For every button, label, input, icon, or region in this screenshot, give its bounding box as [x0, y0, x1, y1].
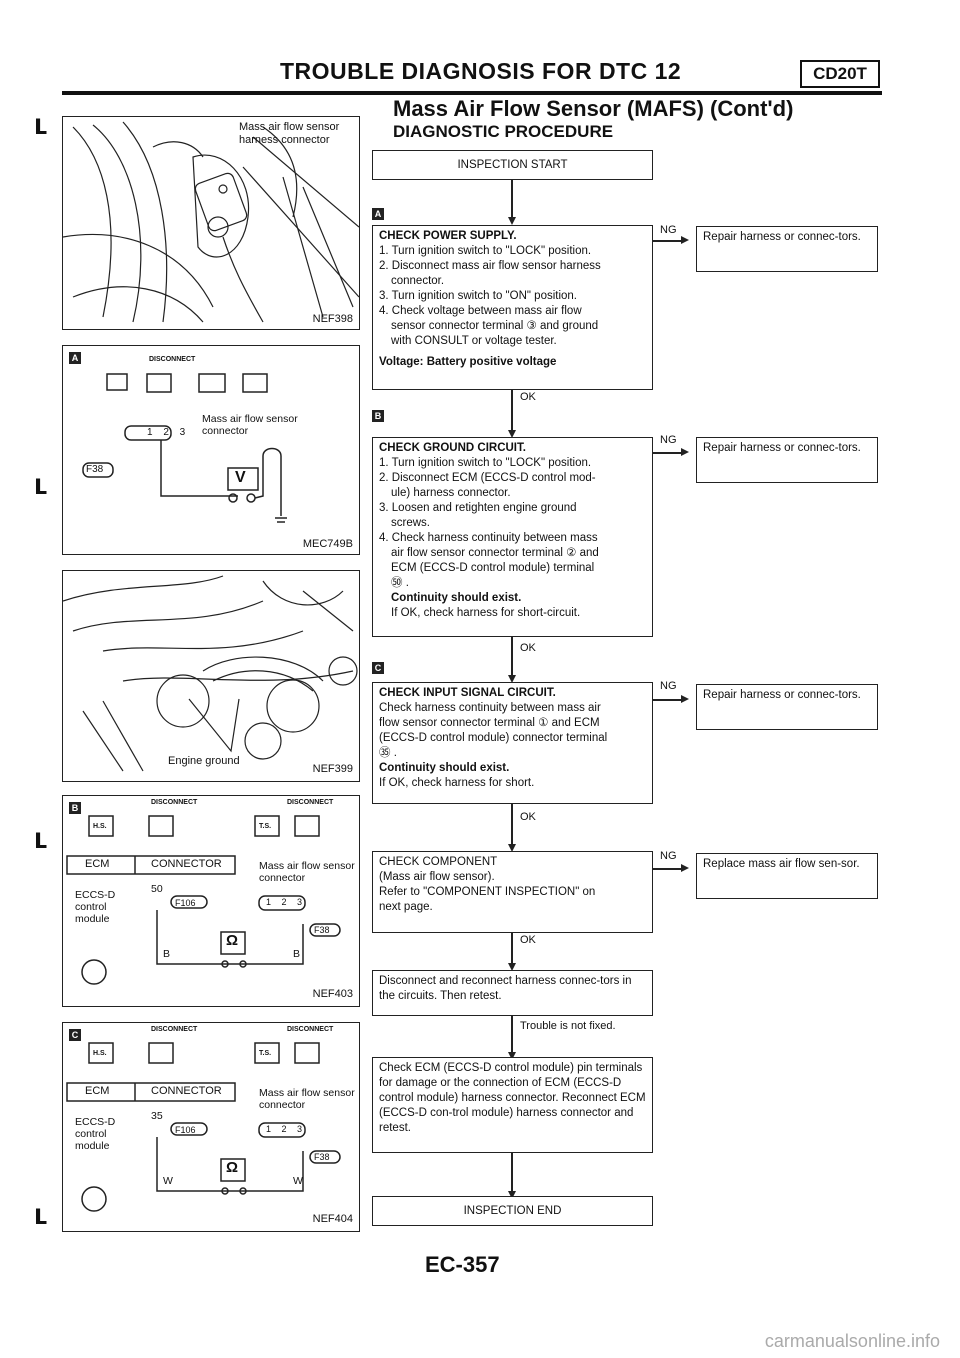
figure-step-c-circuit: C DISCONNECT DISCONNECT H.S. T.S. ECM CO… [62, 1022, 360, 1232]
header-rule [62, 91, 882, 95]
step-a-marker: A [69, 352, 81, 364]
check-component-box: CHECK COMPONENT (Mass air flow sensor). … [372, 851, 653, 933]
ng-label: NG [660, 434, 677, 446]
connector-label: CONNECTOR [151, 858, 222, 870]
engine-ground-illustration [63, 575, 358, 772]
connector-pins: 1 2 3 [147, 427, 190, 438]
step-c-wiring-diagram [66, 1042, 341, 1212]
sensor-connector-label: Mass air flow sensor connector [259, 1087, 355, 1111]
ok-label: OK [520, 391, 536, 403]
inspection-start-box: INSPECTION START [372, 150, 653, 180]
step-b-ng-action: Repair harness or connec-tors. [696, 437, 878, 483]
flow-step-b-marker: B [372, 410, 384, 422]
disconnect-label: DISCONNECT [287, 799, 334, 806]
figure-code: NEF398 [312, 313, 353, 325]
ng-label: NG [660, 224, 677, 236]
step-c-marker: C [69, 1029, 81, 1041]
watermark: carmanualsonline.info [764, 1331, 940, 1351]
maf-sensor-illustration [63, 121, 359, 323]
figure-code: MEC749B [302, 538, 353, 550]
figure-step-a-circuit: A DISCONNECT 1 2 3 Mass air flow sensor … [62, 345, 360, 555]
connector-id: F38 [86, 464, 104, 475]
ohmmeter-symbol: Ω [226, 1159, 239, 1176]
step-a-box: CHECK POWER SUPPLY. 1. Turn ignition swi… [372, 225, 653, 390]
sensor-connector-label: Mass air flow sensor connector [202, 413, 298, 437]
ok-label: OK [520, 642, 536, 654]
step-c-ng-action: Repair harness or connec-tors. [696, 684, 878, 730]
step-b-wiring-diagram [66, 815, 341, 985]
module-label: ECCS-D control module [75, 1116, 116, 1152]
flow-step-a-marker: A [372, 208, 384, 220]
ecm-connector-id: F106 [175, 898, 196, 908]
binding-mark: ʟ [34, 822, 48, 855]
step-b-box: CHECK GROUND CIRCUIT. 1. Turn ignition s… [372, 437, 653, 637]
ok-label: OK [520, 811, 536, 823]
module-label: ECCS-D control module [75, 889, 116, 925]
flow-step-c-marker: C [372, 662, 384, 674]
check-ecm-box: Check ECM (ECCS-D control module) pin te… [372, 1057, 653, 1153]
wire-color: W [293, 1175, 303, 1187]
ng-label: NG [660, 850, 677, 862]
connector-label: CONNECTOR [151, 1085, 222, 1097]
page-title: TROUBLE DIAGNOSIS FOR DTC 12 [280, 58, 682, 84]
figure-code: NEF399 [312, 763, 353, 775]
ohmmeter-symbol: Ω [226, 932, 239, 949]
section-heading: DIAGNOSTIC PROCEDURE [393, 122, 614, 141]
inspection-end-box: INSPECTION END [372, 1196, 653, 1226]
figure-engine-ground: Engine ground NEF399 [62, 570, 360, 782]
wire-color: B [293, 948, 301, 960]
section-subtitle: Mass Air Flow Sensor (MAFS) (Cont'd) [393, 96, 794, 121]
step-a-ng-action: Repair harness or connec-tors. [696, 226, 878, 272]
voltmeter-symbol: V [235, 469, 246, 486]
figure-maf-sensor-connector: Mass air flow sensor harness connector N… [62, 116, 360, 330]
connector-pins: 1 2 3 [266, 897, 307, 907]
component-ng-action: Replace mass air flow sen-sor. [696, 853, 878, 899]
step-b-marker: B [69, 802, 81, 814]
disconnect-label: DISCONNECT [287, 1026, 334, 1033]
page-number: EC-357 [425, 1252, 500, 1277]
binding-mark: ʟ [34, 108, 48, 141]
binding-mark: ʟ [34, 468, 48, 501]
figure-code: NEF403 [312, 988, 353, 1000]
figure-step-b-circuit: B DISCONNECT DISCONNECT H.S. T.S. ECM CO… [62, 795, 360, 1007]
wire-color: B [163, 948, 171, 960]
sensor-connector-id: F38 [314, 925, 330, 935]
ecm-connector-id: F106 [175, 1125, 196, 1135]
sensor-connector-label: Mass air flow sensor connector [259, 860, 355, 884]
figure-code: NEF404 [312, 1213, 353, 1225]
reconnect-box: Disconnect and reconnect harness connec-… [372, 970, 653, 1016]
disconnect-label: DISCONNECT [151, 1026, 198, 1033]
ok-label: OK [520, 934, 536, 946]
binding-mark: ʟ [34, 1198, 48, 1231]
ecm-label: ECM [85, 1085, 110, 1097]
step-c-box: CHECK INPUT SIGNAL CIRCUIT. Check harnes… [372, 682, 653, 804]
disconnect-label: DISCONNECT [149, 356, 196, 363]
engine-ground-label: Engine ground [168, 755, 240, 767]
step-a-wiring-diagram [82, 373, 287, 523]
hs-mark: H.S. [93, 1050, 107, 1057]
not-fixed-label: Trouble is not fixed. [520, 1020, 616, 1032]
hs-mark: H.S. [93, 823, 107, 830]
ecm-pin: 50 [151, 883, 163, 895]
ts-mark: T.S. [259, 823, 272, 830]
sensor-connector-id: F38 [314, 1152, 330, 1162]
ts-mark: T.S. [259, 1050, 272, 1057]
engine-code-badge: CD20T [800, 60, 880, 88]
ecm-pin: 35 [151, 1110, 163, 1122]
ng-label: NG [660, 680, 677, 692]
disconnect-label: DISCONNECT [151, 799, 198, 806]
maf-connector-label: Mass air flow sensor harness connector [239, 121, 340, 146]
ecm-label: ECM [85, 858, 110, 870]
connector-pins: 1 2 3 [266, 1124, 307, 1134]
wire-color: W [163, 1175, 173, 1187]
